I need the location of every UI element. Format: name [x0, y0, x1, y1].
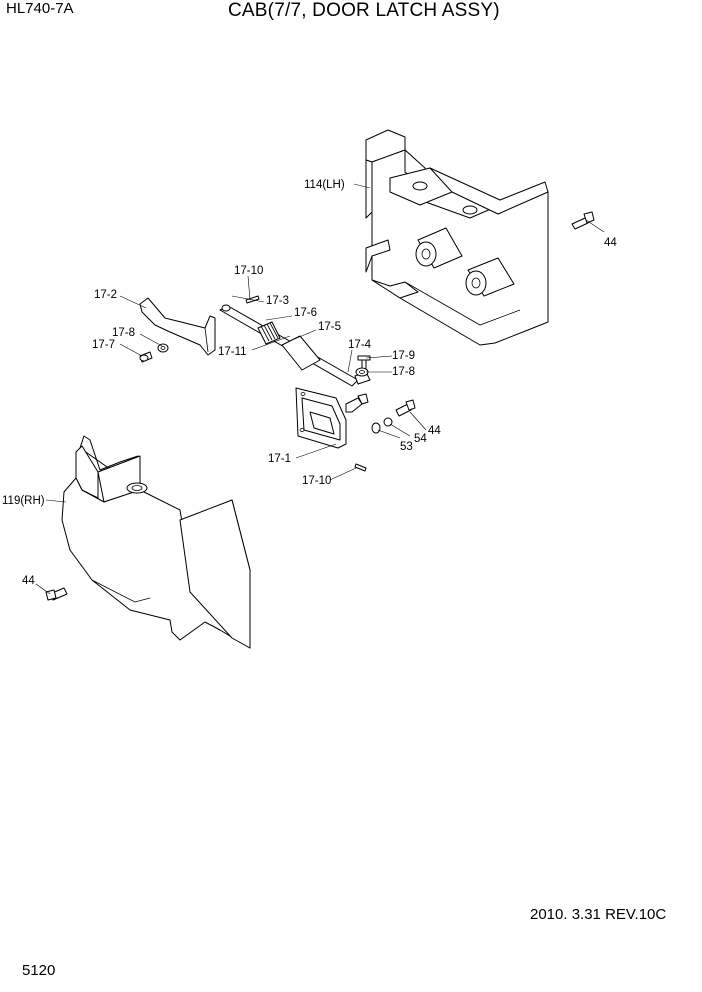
callout-17-10-lower: 17-10	[302, 475, 331, 487]
cover-rh	[61, 435, 251, 649]
bolt-17-7	[139, 351, 153, 363]
callout-labels: 114(LH) 44 17-10 17-2 17-3 17-6 17-5 17-…	[2, 179, 617, 587]
callout-17-1: 17-1	[268, 453, 291, 465]
callout-54: 54	[414, 433, 427, 445]
inner-handle-lever	[139, 297, 216, 356]
washer-17-8-right	[355, 367, 369, 377]
callout-44-middle: 44	[428, 425, 441, 437]
cotter-pin-17-10-upper	[245, 295, 260, 304]
callout-119-rh: 119(RH)	[2, 495, 45, 507]
callout-17-8-right: 17-8	[392, 366, 415, 378]
callout-17-10-upper: 17-10	[234, 265, 263, 277]
leader-lines	[35, 183, 605, 595]
callout-17-3: 17-3	[266, 295, 289, 307]
bolt-44-lower	[45, 587, 68, 601]
callout-53: 53	[400, 441, 413, 453]
latch-shaft	[219, 304, 371, 387]
cotter-pin-17-10-lower	[354, 463, 367, 472]
callout-17-5: 17-5	[318, 321, 341, 333]
washer-17-8-left	[157, 343, 169, 353]
callout-17-8-left: 17-8	[112, 327, 135, 339]
callout-17-7: 17-7	[92, 339, 115, 351]
callout-44-upper: 44	[604, 237, 617, 249]
revision-date: 2010. 3.31 REV.10C	[530, 906, 667, 923]
callout-17-2: 17-2	[94, 289, 117, 301]
callout-44-lower: 44	[22, 575, 35, 587]
bolt-44-upper	[571, 211, 595, 230]
bolt-44-middle	[395, 399, 416, 417]
cover-lh	[365, 129, 549, 346]
callout-114-lh: 114(LH)	[304, 179, 345, 191]
page-number: 5120	[22, 962, 56, 979]
washer-53	[371, 422, 381, 434]
model-number: HL740-7A	[6, 0, 74, 17]
callout-17-6: 17-6	[294, 307, 317, 319]
callout-17-9: 17-9	[392, 350, 415, 362]
callout-17-11: 17-11	[218, 346, 247, 358]
callout-17-4: 17-4	[348, 339, 372, 351]
door-latch-body	[295, 387, 369, 449]
page-title: CAB(7/7, DOOR LATCH ASSY)	[228, 0, 500, 21]
